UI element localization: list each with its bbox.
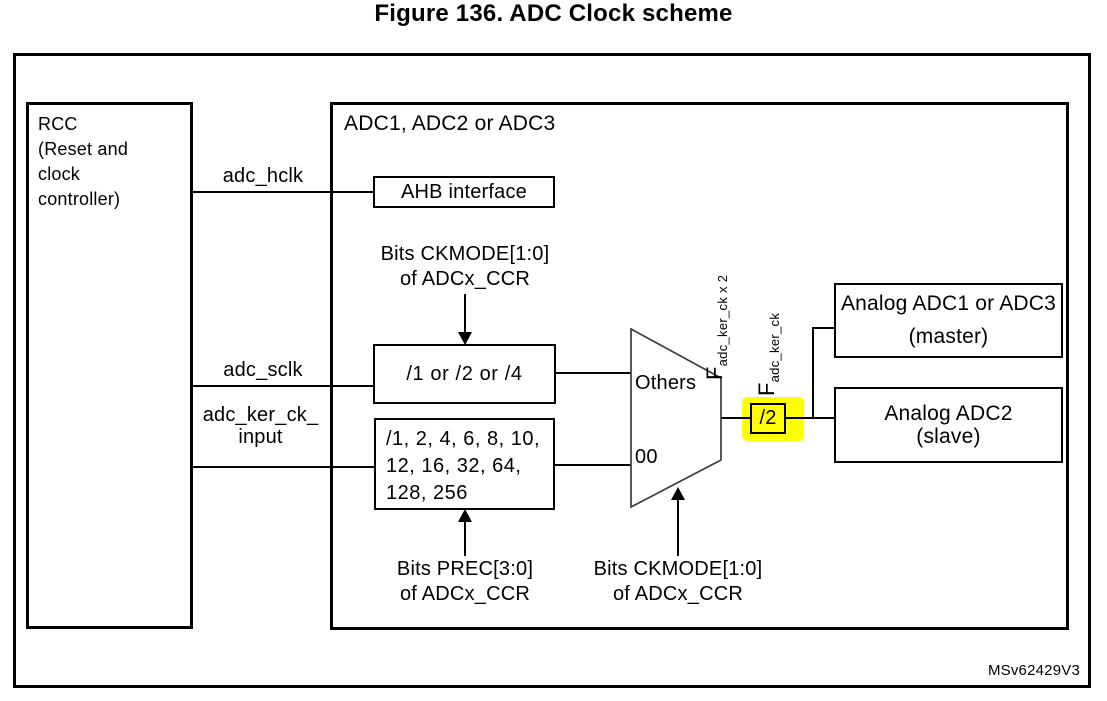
wire-adc-hclk [193,191,373,193]
wire-mux-out [721,417,751,419]
f-adc-ker-ck-x2-sub: adc_ker_ck x 2 [715,274,730,367]
mux-input-00-label: 00 [635,446,658,468]
f-adc-ker-ck-label: Fadc_ker_ck [754,312,782,396]
ahb-interface-label: AHB interface [401,181,527,203]
clock-mux-shape [630,328,722,509]
wire-sync-prescaler-out [556,372,631,374]
prec-arrowhead-icon [458,509,472,522]
wire-branch-vertical [812,327,814,419]
wire-async-prescaler-out [554,464,631,466]
adc-hclk-label: adc_hclk [222,165,304,187]
figure-watermark: MSv62429V3 [987,662,1080,679]
prec-arrow-line [464,521,466,556]
analog-adc-master-line1: Analog ADC1 or ADC3 [840,292,1057,315]
figure-border [13,53,1091,688]
f-adc-ker-ck-x2-base: F [702,366,727,380]
adc-sclk-label: adc_sclk [223,359,303,381]
analog-adc-slave-line1: Analog ADC2 [884,401,1013,425]
f-adc-ker-ck-base: F [754,382,779,396]
wire-div2-out [786,417,834,419]
f-adc-ker-ck-sub: adc_ker_ck [767,312,782,383]
analog-adc-slave-line2: (slave) [916,424,981,448]
sync-prescaler-label: /1 or /2 or /4 [406,363,523,385]
async-prescaler-block: /1, 2, 4, 6, 8, 10, 12, 16, 32, 64, 128,… [374,418,555,510]
prec-annotation: Bits PREC[3:0] of ADCx_CCR [396,558,534,605]
ckmode-top-arrow-line [464,294,466,334]
analog-adc-master-block: Analog ADC1 or ADC3 (master) [834,283,1063,358]
div2-label: /2 [759,407,777,429]
ckmode-top-arrowhead-icon [458,332,472,345]
div2-block: /2 [750,403,786,434]
ckmode-bottom-arrow-line [677,499,679,556]
sync-prescaler-block: /1 or /2 or /4 [373,344,556,404]
rcc-block [26,102,193,629]
wire-adc-ker-ck-input [193,466,375,468]
ckmode-top-annotation: Bits CKMODE[1:0] of ADCx_CCR [380,243,550,290]
analog-adc-slave-block: Analog ADC2 (slave) [834,387,1063,463]
ckmode-bottom-arrowhead-icon [671,487,685,500]
wire-adc-sclk [193,385,373,387]
ahb-interface-block: AHB interface [373,176,555,208]
wire-to-master [812,327,834,329]
mux-input-others-label: Others [635,372,697,394]
analog-adc-master-line2: (master) [908,325,989,348]
f-adc-ker-ck-x2-label: Fadc_ker_ck x 2 [702,274,730,380]
ckmode-bottom-annotation: Bits CKMODE[1:0] of ADCx_CCR [593,558,763,605]
rcc-label: RCC (Reset and clock controller) [38,114,129,209]
figure-title: Figure 136. ADC Clock scheme [374,0,733,27]
adc-container-label: ADC1, ADC2 or ADC3 [344,112,556,135]
adc-ker-ck-input-label: adc_ker_ck_ input [202,404,319,448]
